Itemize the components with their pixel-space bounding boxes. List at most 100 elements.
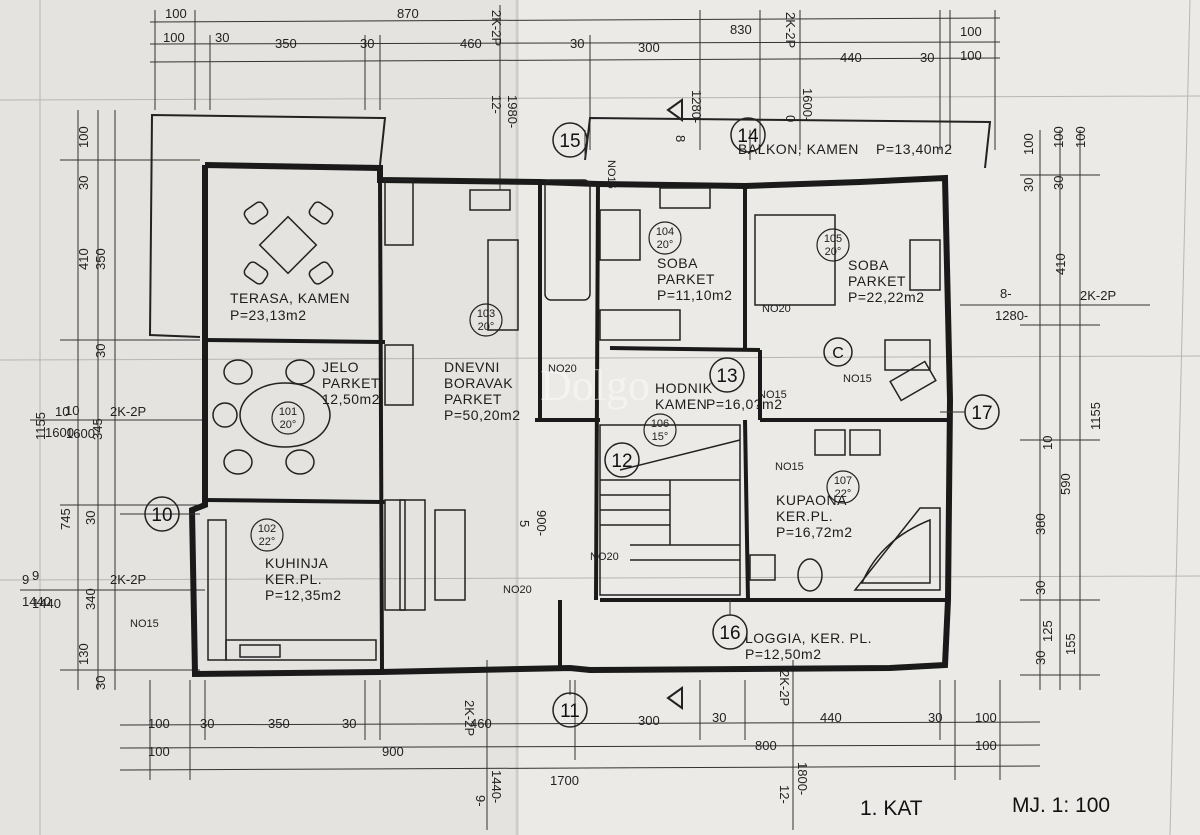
right-dim-30b: 30	[1033, 581, 1048, 595]
inner-walls	[204, 179, 948, 671]
note-no20-bedroom: NO20	[762, 303, 791, 315]
top-dim-100a: 100	[165, 6, 187, 21]
top-note-12: 12-	[489, 95, 504, 114]
note-no20-hall: NO20	[548, 363, 577, 375]
kitchen-floor: KER.PL.	[265, 571, 322, 587]
top-dim2-460: 460	[460, 36, 482, 51]
paper-right-sheet	[515, 0, 1200, 835]
left-dim-100: 100	[76, 126, 91, 148]
room-height-107: 22°	[835, 488, 852, 500]
right-dim-10: 10	[1040, 436, 1055, 450]
living-name: DNEVNI	[444, 359, 500, 375]
bedroom2-floor: PARKET	[848, 273, 906, 289]
bubble-10	[144, 496, 180, 532]
right-dimension-lines	[960, 130, 1150, 690]
terrace-outline	[148, 113, 387, 338]
top-note-0: 0	[783, 115, 798, 122]
bottom-note-9: 9-	[473, 795, 488, 807]
bedroom-furniture	[599, 187, 941, 402]
bubble-13-text: 13	[716, 366, 737, 387]
balcony-name: BALKON, KAMEN	[738, 141, 859, 157]
bubble-c-text: C	[832, 345, 844, 362]
hallway-name: HODNIK	[655, 380, 713, 396]
top-dim-100b: 100	[960, 24, 982, 39]
kitchen-counter	[207, 519, 377, 661]
bottom-dim-300: 300	[638, 713, 660, 728]
note-10: 10	[55, 404, 69, 419]
bottom-dim-460: 460	[470, 716, 492, 731]
right-dim-100b: 100	[1051, 126, 1066, 148]
top-dim2-30a: 30	[215, 30, 229, 45]
room-code-106: 106	[651, 418, 669, 430]
top-dimension-text: 100 870 830 100 100 30 350 30 460 30 300…	[163, 6, 982, 142]
right-dim-380: 380	[1033, 513, 1048, 535]
room-labels: TERASA, KAMEN P=23,13m2 JELO PARKET 12,5…	[230, 141, 952, 662]
terrace-name: TERASA, KAMEN	[230, 290, 350, 306]
note-no15-right: NO15	[843, 373, 872, 385]
right-dim-30c: 30	[1033, 651, 1048, 665]
top-dim2-30c: 30	[570, 36, 584, 51]
note-no15-top: NO15	[605, 160, 617, 189]
bedroom1-name: SOBA	[657, 255, 698, 271]
bathroom-floor: KER.PL.	[776, 508, 833, 524]
left-dim-745: 745	[58, 508, 73, 530]
bottom-dim2-900: 900	[382, 744, 404, 759]
note-no20-stair: NO20	[503, 584, 532, 596]
bubble-13	[709, 357, 745, 393]
left-dimension-text: 100 30 410 350 30 1155 10 1600 345 745 3…	[32, 126, 108, 690]
bottom-note-2k2p-b: 2K-2P	[777, 670, 792, 706]
terrace-area: P=23,13m2	[230, 307, 307, 323]
left-dim-10: 10	[65, 403, 79, 418]
dining-name: JELO	[322, 359, 359, 375]
kitchen-area: P=12,35m2	[265, 587, 342, 603]
note-1280: 1280-	[995, 308, 1028, 323]
dining-area: 12,50m2	[322, 391, 380, 407]
left-dim-9: 9	[32, 568, 39, 583]
left-dim-30d: 30	[93, 676, 108, 690]
loggia-name: LOGGIA, KER. PL.	[745, 630, 872, 646]
right-dim-100: 100	[1021, 133, 1036, 155]
room-code-103: 103	[477, 308, 495, 320]
bubble-11-text: 11	[560, 701, 580, 722]
bubble-12-text: 12	[611, 451, 632, 472]
top-dim2-440: 440	[840, 50, 862, 65]
left-dim-350: 350	[93, 248, 108, 270]
bottom-note-1440: 1440-	[489, 770, 504, 803]
room-height-105: 20°	[825, 246, 842, 258]
bubble-14-text: 14	[737, 126, 759, 147]
bottom-dim-30d: 30	[928, 710, 942, 725]
top-note-1280: 1280-	[689, 90, 704, 123]
staircase	[599, 424, 741, 596]
left-dim-1600: 1600	[66, 426, 95, 441]
wall-notes: NO15 NO20 NO20 NO15 NO15 NO15 NO20 NO15 …	[22, 160, 1116, 630]
note-no15-bath: NO15	[775, 461, 804, 473]
section-marker-top	[666, 98, 683, 122]
note-2k2p-right: 2K-2P	[1080, 288, 1116, 303]
top-dim-830: 830	[730, 22, 752, 37]
living-area: P=50,20m2	[444, 407, 521, 423]
bubble-10-text: 10	[151, 505, 172, 526]
kitchen-name: KUHINJA	[265, 555, 329, 571]
bottom-dim2-100a: 100	[148, 744, 170, 759]
bubble-c	[823, 337, 853, 367]
note-no15-hall: NO15	[758, 389, 787, 401]
room-height-103: 20°	[478, 321, 495, 333]
bubble-16	[712, 614, 748, 650]
top-dim-870: 870	[397, 6, 419, 21]
right-dim-1155: 1155	[1088, 402, 1103, 430]
bubble-15	[552, 122, 588, 158]
bathroom-fixtures	[749, 429, 941, 592]
room-height-101: 20°	[280, 419, 297, 431]
room-code-101: 101	[279, 406, 297, 418]
top-dim2-100: 100	[163, 30, 185, 45]
top-dim2-30b: 30	[360, 36, 374, 51]
right-dim-155: 155	[1063, 633, 1078, 655]
paper-left-sheet	[0, 0, 520, 835]
note-900: 900-	[534, 510, 549, 536]
top-note-1600: 1600-	[800, 88, 815, 121]
bottom-dim-100a: 100	[148, 716, 170, 731]
bottom-note-2k2p-a: 2K-2P	[462, 700, 477, 736]
left-dim-345: 345	[90, 418, 105, 440]
top-dim2-100: 100	[960, 48, 982, 63]
